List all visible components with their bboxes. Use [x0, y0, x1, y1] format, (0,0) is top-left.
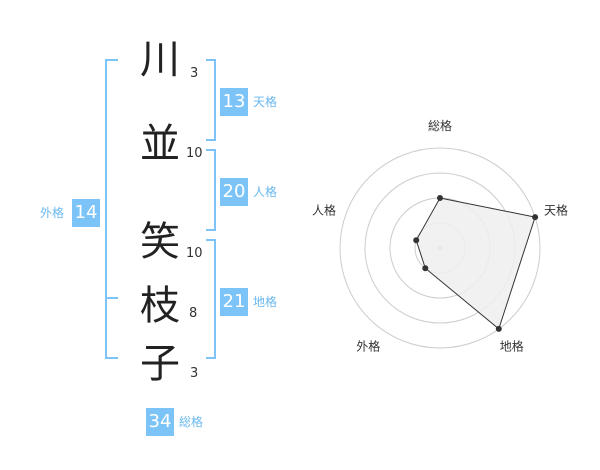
- gaikaku-value: 14: [72, 199, 100, 227]
- tenkaku-label: 天格: [253, 95, 278, 109]
- jinkaku-value: 20: [220, 178, 248, 206]
- soukaku-label: 総格: [179, 415, 204, 429]
- jinkaku-label: 人格: [253, 185, 278, 199]
- stroke-count-2: 10: [186, 146, 203, 161]
- stroke-count-3: 10: [186, 246, 203, 261]
- radar-axis-label-2: 天格: [544, 202, 568, 217]
- radar-points: [413, 195, 539, 332]
- name-char-4: 枝: [140, 283, 180, 329]
- name-char-2: 並: [140, 121, 180, 167]
- radar-area: [415, 197, 536, 330]
- tenkaku-value: 13: [220, 88, 248, 116]
- radar-point-4: [422, 265, 429, 272]
- radar-point-2: [532, 214, 539, 221]
- radar-axis-label-3: 地格: [500, 339, 524, 354]
- radar-axis-label-4: 外格: [356, 339, 380, 354]
- radar-ring-4: [339, 147, 541, 349]
- name-char-1: 川: [140, 37, 180, 83]
- gaikaku-label: 外格: [40, 206, 65, 220]
- chikaku-label: 地格: [253, 295, 278, 309]
- radar-point-5: [413, 237, 420, 244]
- radar-point-3: [495, 325, 502, 332]
- radar-axis-label-1: 総格: [428, 118, 452, 133]
- name-char-5: 子: [140, 341, 180, 387]
- soukaku-value: 34: [146, 408, 174, 436]
- stroke-count-4: 8: [189, 306, 198, 321]
- radar-axis-label-5: 人格: [312, 202, 336, 217]
- radar-point-1: [437, 195, 443, 201]
- stroke-count-5: 3: [190, 366, 199, 381]
- name-char-3: 笑: [140, 219, 180, 265]
- radar-polygon: [415, 197, 536, 330]
- stroke-count-1: 3: [190, 66, 199, 81]
- chikaku-value: 21: [220, 288, 248, 316]
